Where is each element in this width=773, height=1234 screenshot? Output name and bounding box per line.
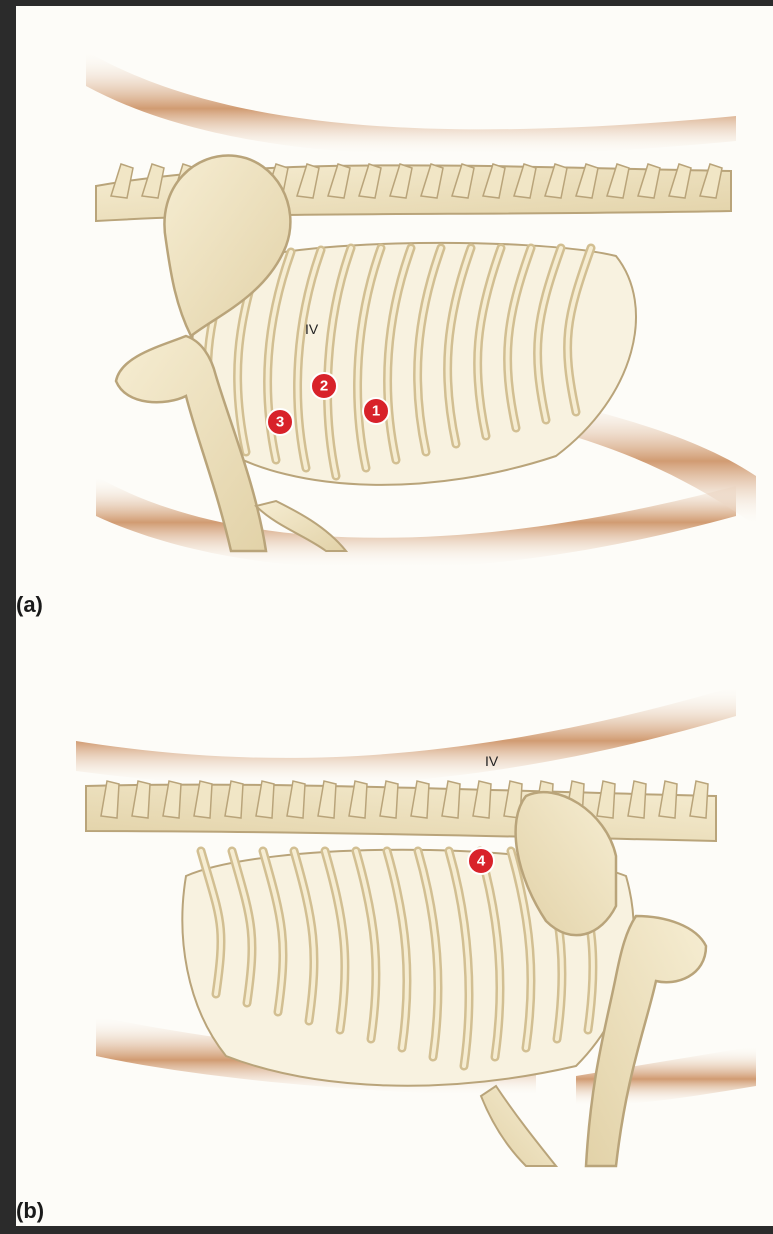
rib-iv-label: IV: [305, 321, 319, 337]
vertebra: [690, 781, 708, 818]
auscultation-marker-1: 1: [363, 398, 389, 424]
svg-text:3: 3: [276, 414, 284, 431]
vertebra: [411, 781, 429, 818]
panel-b-illustration: IV 4: [16, 646, 773, 1206]
svg-text:4: 4: [477, 853, 486, 870]
svg-text:2: 2: [320, 378, 328, 395]
vertebra: [473, 781, 491, 818]
panel-a-label: (a): [16, 592, 43, 618]
panel-b-label: (b): [16, 1198, 44, 1224]
rib-iv-label-b: IV: [485, 753, 499, 769]
auscultation-marker-4: 4: [468, 848, 494, 874]
back-contour-shadow-b: [76, 686, 736, 786]
auscultation-marker-2: 2: [311, 373, 337, 399]
vertebra: [442, 781, 460, 818]
vertebral-column-b: [86, 781, 716, 841]
svg-text:1: 1: [372, 403, 380, 420]
belly-contour-shadow: [96, 476, 736, 569]
panel-a-illustration: IV 1 2 3: [16, 6, 773, 606]
figure-canvas: IV 1 2 3 (a): [16, 6, 773, 1226]
vertebra: [659, 781, 677, 818]
vertebra: [597, 781, 615, 818]
auscultation-marker-3: 3: [267, 409, 293, 435]
back-contour-shadow: [86, 51, 736, 156]
vertebra: [628, 781, 646, 818]
